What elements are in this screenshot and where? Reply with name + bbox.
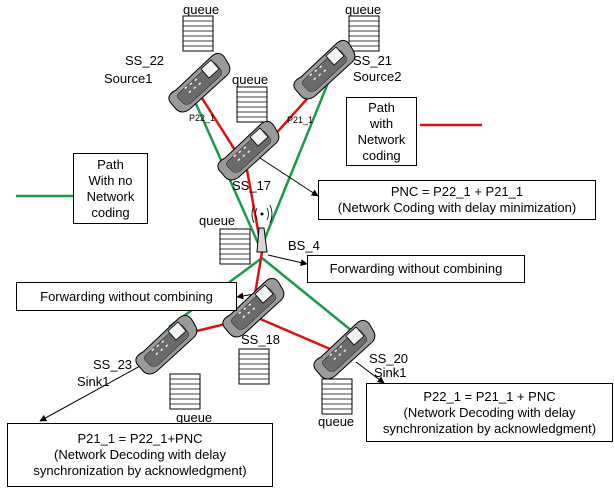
legend-coding-box: Path with Network coding bbox=[346, 97, 417, 166]
queue-ss21-label: queue bbox=[345, 2, 381, 17]
phone-ss23-icon bbox=[136, 315, 197, 374]
pnc-callout-line-1: PNC = P22_1 + P21_1 bbox=[391, 184, 523, 200]
ss23-decode-callout: P21_1 = P22_1+PNC (Network Decoding with… bbox=[7, 423, 273, 487]
queue-ss23 bbox=[170, 374, 200, 409]
queue-ss17-label: queue bbox=[232, 72, 268, 87]
ss20-decode-callout: P22_1 = P21_1 + PNC (Network Decoding wi… bbox=[366, 383, 613, 442]
queue-ss17 bbox=[237, 87, 267, 122]
queue-ss20-label: queue bbox=[318, 414, 354, 429]
legend-coding-line-2: with bbox=[370, 116, 393, 132]
queue-bs4 bbox=[220, 229, 250, 264]
legend-no-coding-box: Path With no Network coding bbox=[73, 153, 148, 224]
legend-no-coding-line-1: Path bbox=[97, 157, 124, 173]
ss20-decode-line-1: P22_1 = P21_1 + PNC bbox=[423, 389, 555, 405]
packet-p21-label: P21_1 bbox=[287, 115, 313, 125]
bs-forward-callout: Forwarding without combining bbox=[307, 255, 525, 283]
legend-no-coding-line-4: coding bbox=[91, 205, 129, 221]
arrow-bs4-forward bbox=[268, 255, 307, 264]
legend-coding-line-1: Path bbox=[368, 100, 395, 116]
phone-ss20-icon bbox=[314, 320, 375, 379]
ss20-role: Sink1 bbox=[374, 365, 407, 380]
bs4-name: BS_4 bbox=[288, 238, 320, 253]
ss21-name: SS_21 bbox=[353, 53, 392, 68]
ss21-role: Source2 bbox=[353, 69, 401, 84]
pnc-callout: PNC = P22_1 + P21_1 (Network Coding with… bbox=[318, 180, 596, 220]
packet-p22-label: P22_1 bbox=[189, 113, 215, 123]
ss23-decode-line-3: synchronization by acknowledgment) bbox=[33, 463, 246, 479]
ss17-name: SS_17 bbox=[232, 178, 271, 193]
ss20-decode-line-2: (Network Decoding with delay bbox=[404, 405, 576, 421]
pnc-callout-line-2: (Network Coding with delay minimization) bbox=[338, 200, 576, 216]
ss18-forward-callout: Forwarding without combining bbox=[16, 282, 237, 311]
queue-ss22-label: queue bbox=[183, 2, 219, 17]
ss23-name: SS_23 bbox=[93, 357, 132, 372]
queue-ss18 bbox=[239, 349, 269, 384]
bs-forward-callout-text: Forwarding without combining bbox=[330, 261, 503, 277]
ss22-role: Source1 bbox=[104, 71, 152, 86]
ss18-forward-callout-text: Forwarding without combining bbox=[40, 289, 213, 305]
ss20-decode-line-3: synchronization by acknowledgment) bbox=[383, 421, 596, 437]
ss23-decode-line-2: (Network Decoding with delay bbox=[54, 447, 226, 463]
ss23-role: Sink1 bbox=[77, 374, 110, 389]
queue-ss22 bbox=[183, 16, 213, 51]
queue-bs4-label: queue bbox=[199, 213, 235, 228]
legend-coding-line-3: Network bbox=[358, 132, 406, 148]
legend-coding-line-4: coding bbox=[362, 148, 400, 164]
ss23-decode-line-1: P21_1 = P22_1+PNC bbox=[77, 431, 202, 447]
queue-ss21 bbox=[349, 16, 379, 51]
queue-ss20 bbox=[322, 379, 352, 414]
legend-no-coding-line-2: With no bbox=[88, 173, 132, 189]
ss22-name: SS_22 bbox=[125, 53, 164, 68]
phone-ss22-icon bbox=[169, 53, 230, 112]
legend-no-coding-line-3: Network bbox=[87, 189, 135, 205]
ss20-name: SS_20 bbox=[369, 351, 408, 366]
ss18-name: SS_18 bbox=[241, 332, 280, 347]
